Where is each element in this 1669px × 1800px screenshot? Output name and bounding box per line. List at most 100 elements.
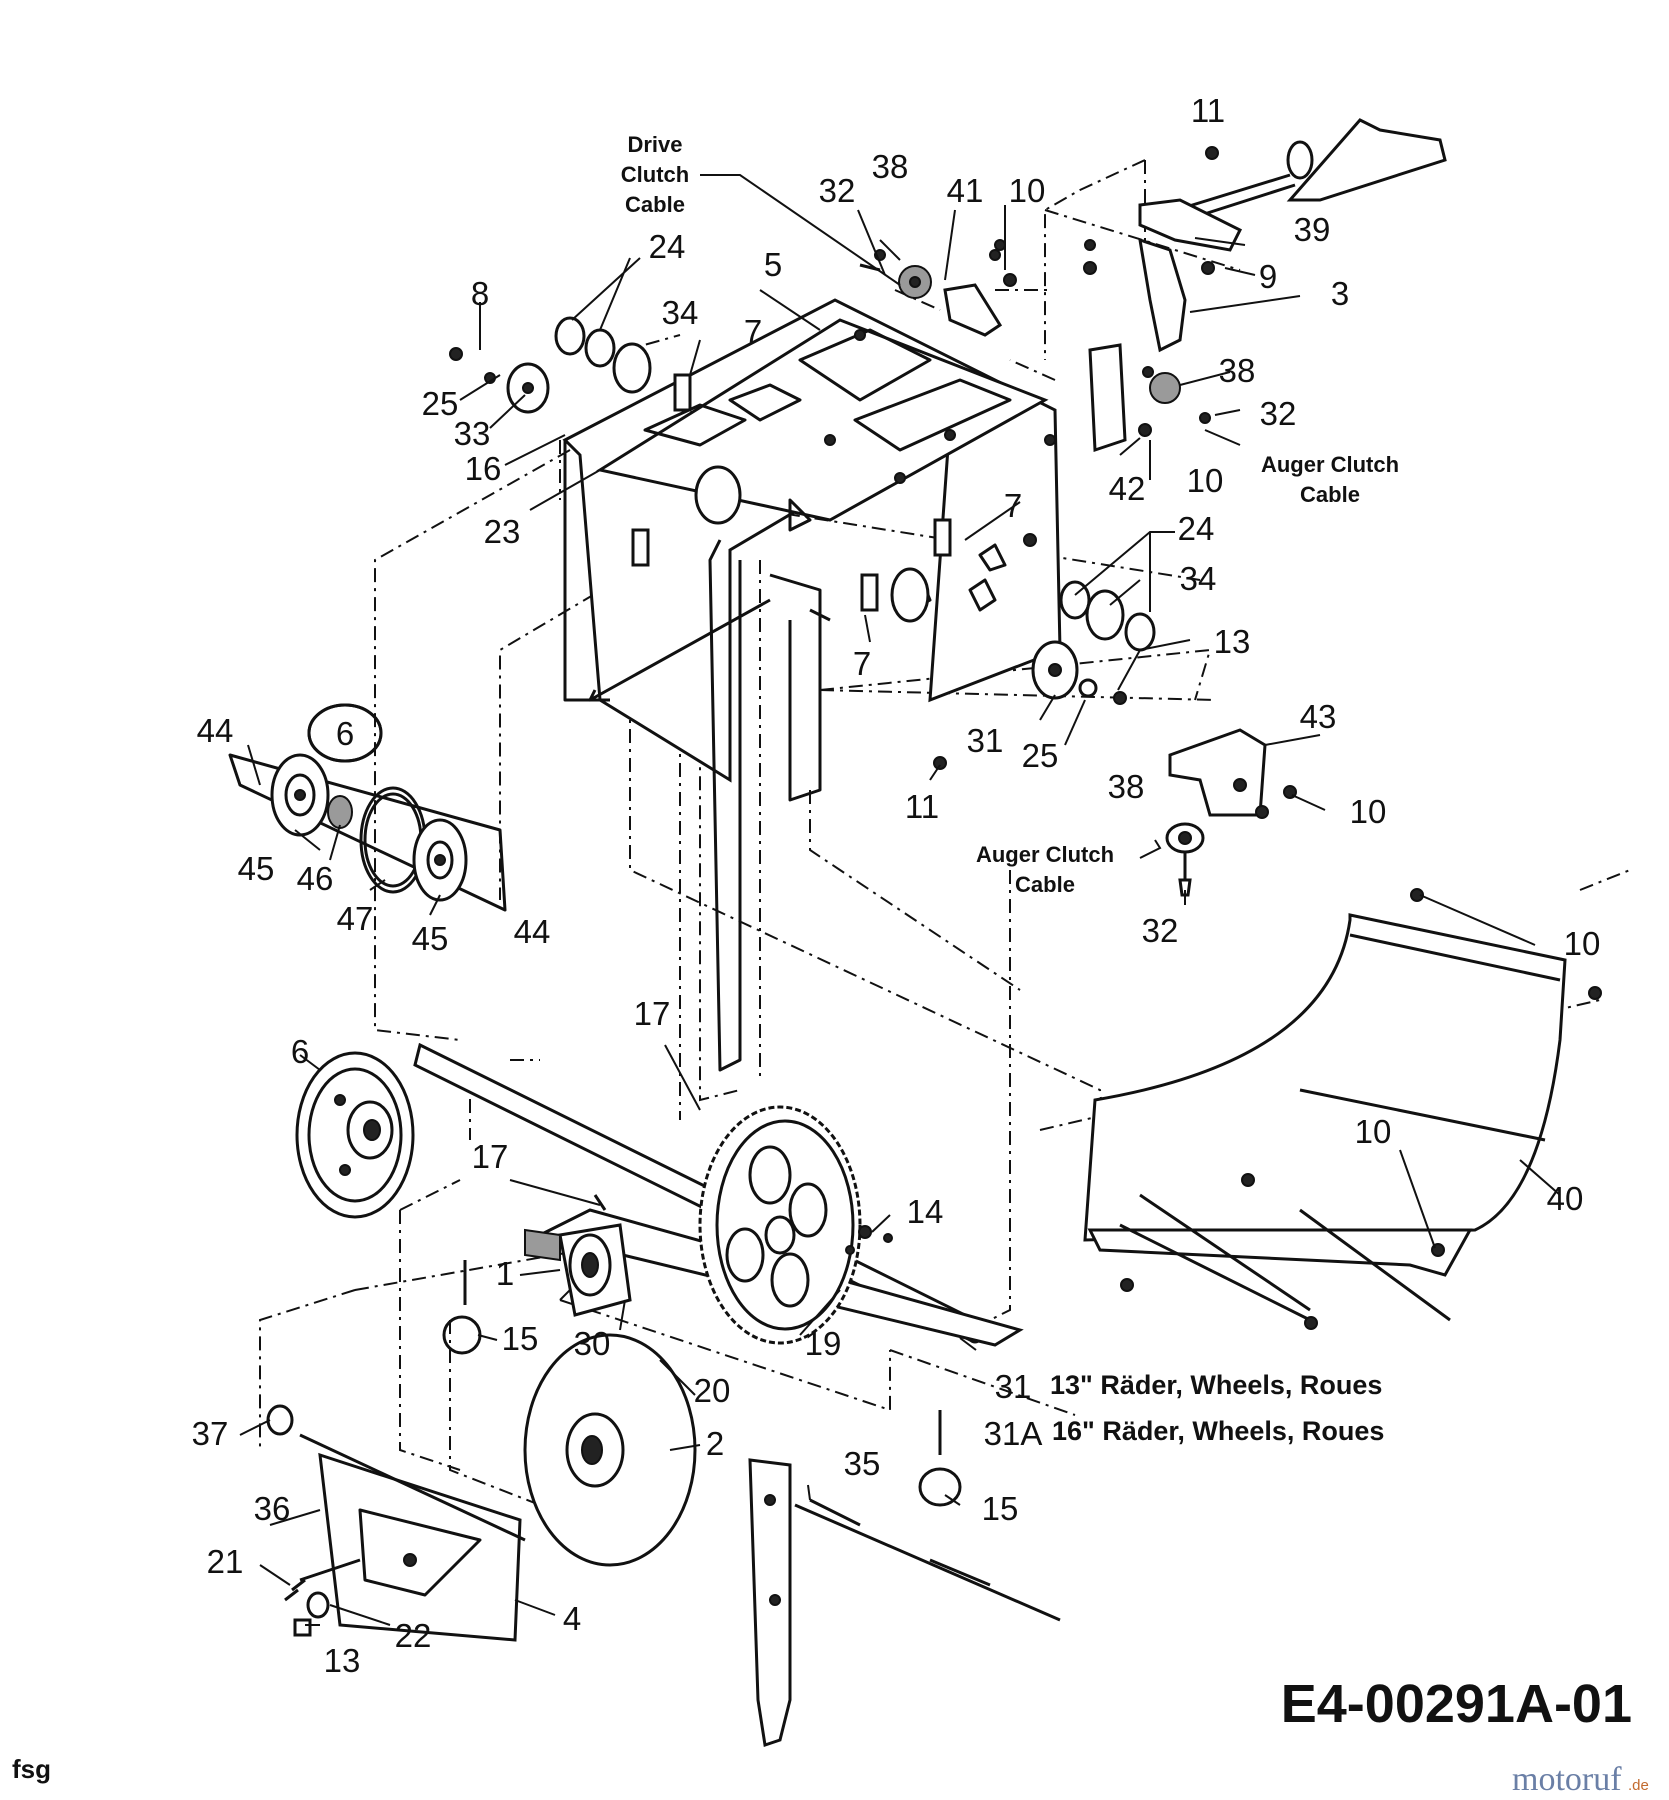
part-label: 1: [496, 1255, 514, 1292]
caption-line: Cable: [625, 192, 685, 217]
part-label: 20: [694, 1372, 731, 1409]
part-label: 17: [472, 1138, 509, 1175]
caption-line: Clutch: [621, 162, 689, 187]
part-label: 6: [291, 1033, 309, 1070]
part-label: 38: [1219, 352, 1256, 389]
bearings: [449, 316, 1156, 705]
part-label: 5: [764, 246, 782, 283]
part-label: 16: [465, 450, 502, 487]
friction-wheel: [523, 1333, 697, 1567]
lower-bracket: [266, 1404, 526, 1642]
part-label: 13: [1214, 623, 1251, 660]
part-label: 25: [1022, 737, 1059, 774]
part-label: 35: [844, 1445, 881, 1482]
caption-auger-clutch-cable-mid: Auger Clutch Cable: [976, 842, 1114, 897]
caption-line: Cable: [1300, 482, 1360, 507]
wheels-13-note: 13" Räder, Wheels, Roues: [1050, 1370, 1382, 1400]
part-label: 33: [454, 415, 491, 452]
caption-line: Auger Clutch: [1261, 452, 1399, 477]
part-label: 10: [1355, 1113, 1392, 1150]
part-label: 15: [982, 1490, 1019, 1527]
part-label: 39: [1294, 211, 1331, 248]
part-label: 47: [337, 900, 374, 937]
watermark-text: motoruf: [1512, 1761, 1622, 1798]
parts-drawing: [228, 118, 1631, 1747]
part-label: 31: [995, 1368, 1032, 1405]
part-label: 40: [1547, 1180, 1584, 1217]
watermark-suffix: .de: [1628, 1777, 1649, 1794]
caption-line: Auger Clutch: [976, 842, 1114, 867]
upper-handle: [1159, 118, 1447, 227]
part-label: 44: [514, 913, 551, 950]
part-label: 7: [1004, 487, 1022, 524]
part-label: 3: [1331, 275, 1349, 312]
part-label: 41: [947, 172, 984, 209]
bearing-flange: [524, 1194, 632, 1317]
frame-rods: [588, 539, 947, 1072]
shift-bracket: [1083, 198, 1243, 453]
side-bracket: [1168, 728, 1297, 819]
part-label: 43: [1300, 698, 1337, 735]
part-label: 44: [197, 712, 234, 749]
part-label: 32: [1142, 912, 1179, 949]
leader-lines: [239, 174, 1561, 1626]
part-label: 10: [1350, 793, 1387, 830]
caption-line: Cable: [1015, 872, 1075, 897]
part-label: 14: [907, 1193, 944, 1230]
part-label: 21: [207, 1543, 244, 1580]
part-label: 46: [297, 860, 334, 897]
part-label: 10: [1009, 172, 1046, 209]
part-label: 13: [324, 1642, 361, 1679]
caption-line: Drive: [627, 132, 682, 157]
part-label: 24: [1178, 510, 1215, 547]
chute-cover: [1083, 888, 1602, 1330]
cable-bracket-top: [859, 249, 1017, 337]
part-label: 4: [563, 1600, 581, 1637]
caption-auger-clutch-cable-top: Auger Clutch Cable: [1261, 452, 1399, 507]
part-label: 23: [484, 513, 521, 550]
wheel-hub-parts: [228, 703, 507, 912]
part-label: 45: [412, 920, 449, 957]
part-label: 38: [1108, 768, 1145, 805]
part-number-labels: 11 11 39 9 3 38 38 38 32 32 32 41 10 10 …: [192, 92, 1601, 1679]
part-label: 32: [819, 172, 856, 209]
part-label: 32: [1260, 395, 1297, 432]
part-label: 31: [967, 722, 1004, 759]
part-label: 38: [872, 148, 909, 185]
large-gear: [698, 1105, 872, 1345]
part-label: 36: [254, 1490, 291, 1527]
part-label: 37: [192, 1415, 229, 1452]
part-label: 6: [336, 715, 354, 752]
part-label: 9: [1259, 258, 1277, 295]
part-label: 34: [1180, 560, 1217, 597]
drive-lever: [748, 1458, 1061, 1747]
circled-part-marker: [307, 703, 383, 763]
part-label: 19: [805, 1325, 842, 1362]
bolts: [631, 373, 952, 612]
part-label: 22: [395, 1617, 432, 1654]
part-label: 11: [905, 788, 939, 825]
part-label: 45: [238, 850, 275, 887]
part-label: 24: [649, 228, 686, 265]
part-label: 2: [706, 1425, 724, 1462]
watermark: motoruf .de: [1512, 1761, 1649, 1798]
part-label: 7: [744, 313, 762, 350]
part-label: 7: [853, 645, 871, 682]
cable-pulley-mid: [1165, 822, 1205, 897]
part-label: 15: [502, 1320, 539, 1357]
corner-mark: fsg: [12, 1754, 51, 1784]
part-label: 25: [422, 385, 459, 422]
part-label: 8: [471, 275, 489, 312]
caption-drive-clutch-cable: Drive Clutch Cable: [621, 132, 689, 217]
part-label: 10: [1187, 462, 1224, 499]
part-label: 11: [1191, 92, 1225, 129]
drive-plate: [295, 1051, 415, 1219]
drawing-code: E4-00291A-01: [1281, 1674, 1632, 1734]
part-label: 34: [662, 294, 699, 331]
part-label: 17: [634, 995, 671, 1032]
fasteners: [845, 239, 1096, 1255]
main-frame: [562, 298, 1062, 783]
part-label: 42: [1109, 470, 1146, 507]
wheels-16-note: 16" Räder, Wheels, Roues: [1052, 1416, 1384, 1446]
